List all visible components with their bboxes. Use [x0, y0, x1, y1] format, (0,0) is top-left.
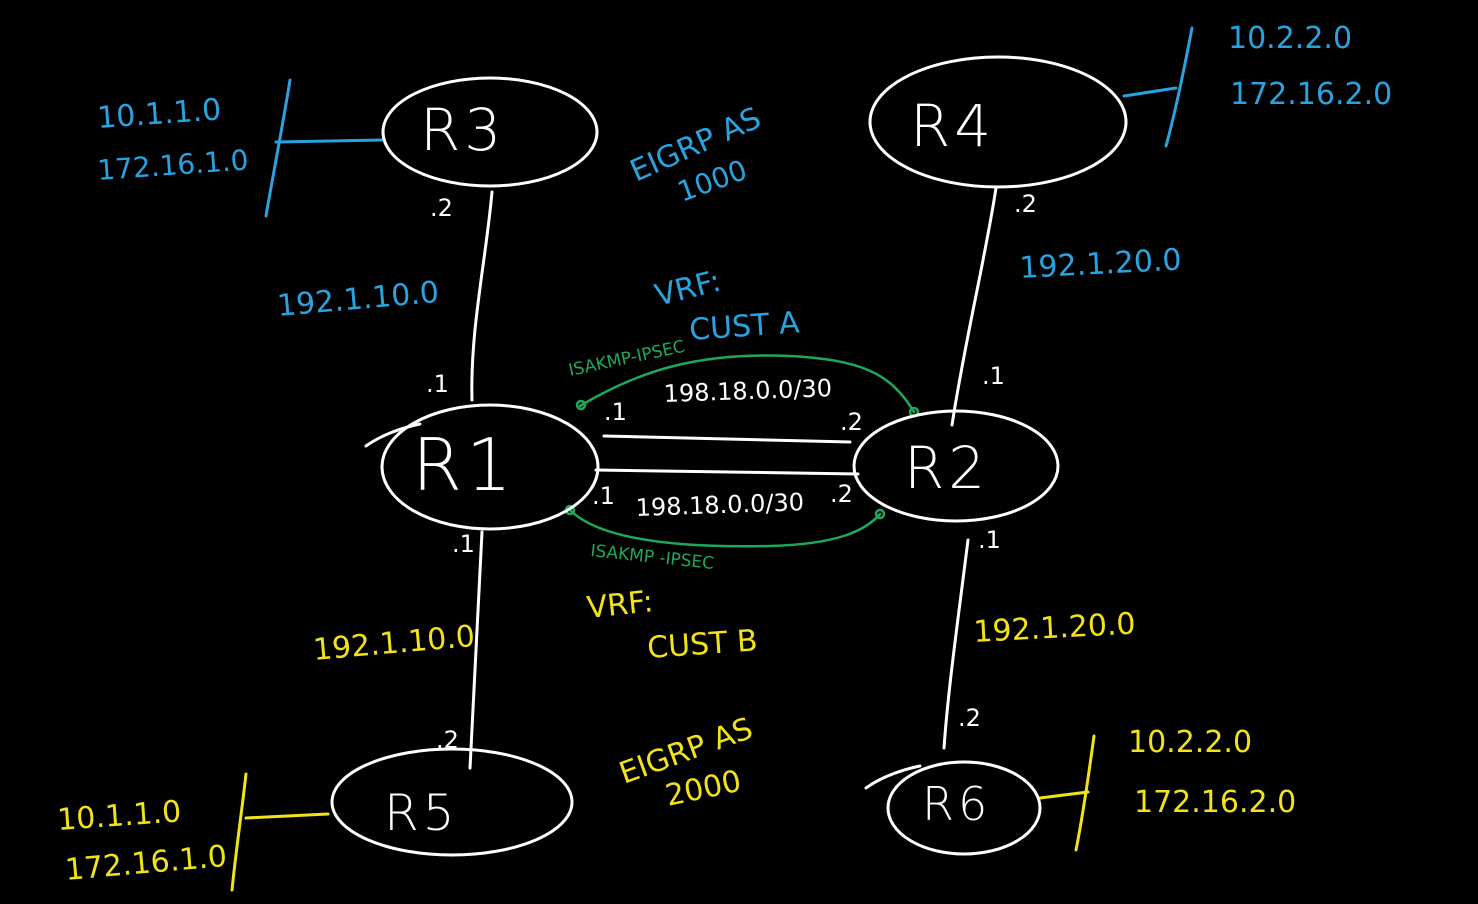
r4-r2-network: 192.1.20.0: [1019, 243, 1183, 286]
lan-r5-link: [244, 812, 330, 820]
r2-r6-host-r2: .1: [978, 526, 1001, 554]
link-r2-r6: [942, 538, 970, 750]
router-r6-tail: [864, 764, 922, 790]
lan-r3-link: [274, 138, 384, 144]
r3-lan-net-2: 172.16.1.0: [96, 144, 249, 187]
router-r3-label: R3: [420, 96, 505, 164]
r4-r2-host-r4: .2: [1014, 190, 1037, 218]
r5-lan-net-2: 172.16.1.0: [64, 839, 229, 888]
router-r4: [868, 55, 1128, 189]
r1-r2-lower-host-r1: .1: [592, 482, 615, 510]
r3-r1-host-r1: .1: [426, 370, 449, 398]
lan-r5: [230, 772, 248, 892]
link-r1-r2-lower: [594, 468, 860, 476]
tunnel-a-endpoint-left: [575, 399, 587, 411]
link-r1-r2-upper: [602, 434, 852, 444]
r3-r1-network: 192.1.10.0: [276, 275, 441, 324]
vrf-a-name: CUST A: [688, 305, 801, 348]
link-r3-r1: [470, 190, 494, 402]
router-r3: [381, 76, 599, 188]
r4-lan-net-1: 10.2.2.0: [1228, 21, 1352, 56]
tunnel-cust-b: [568, 508, 882, 548]
r1-r5-network: 192.1.10.0: [312, 619, 477, 668]
r3-r1-host-r3: .2: [430, 194, 453, 222]
vrf-a-label: VRF:: [651, 264, 724, 314]
router-r1-tail: [364, 422, 422, 448]
r1-r2-lower-host-r2: .2: [830, 480, 853, 508]
r1-r2-upper-host-r1: .1: [604, 398, 627, 426]
router-r5-label: R5: [384, 784, 459, 842]
router-r4-label: R4: [910, 92, 995, 160]
lan-r6-link: [1038, 790, 1090, 800]
tunnel-a-label: ISAKMP-IPSEC: [567, 337, 687, 381]
link-r4-r2: [950, 186, 998, 427]
lan-r4-link: [1122, 86, 1178, 98]
router-r2: [852, 409, 1060, 523]
r6-lan-net-2: 172.16.2.0: [1134, 785, 1296, 820]
r6-lan-net-1: 10.2.2.0: [1128, 725, 1252, 760]
r3-lan-net-1: 10.1.1.0: [96, 92, 222, 136]
r1-r5-host-r5: .2: [436, 726, 459, 754]
router-r5: [330, 747, 574, 857]
lan-r3: [264, 78, 292, 218]
link-r1-r5: [468, 530, 484, 770]
r1-r2-upper-network: 198.18.0.0/30: [663, 374, 832, 408]
tunnel-cust-a: [578, 354, 916, 414]
r2-r6-network: 192.1.20.0: [973, 607, 1137, 650]
router-r1: [380, 403, 600, 531]
r1-r2-lower-network: 198.18.0.0/30: [635, 488, 804, 522]
vrf-b-name: CUST B: [646, 623, 759, 666]
tunnel-b-endpoint-right: [874, 508, 886, 520]
r1-r2-upper-host-r2: .2: [840, 408, 863, 436]
lan-r6: [1074, 734, 1096, 852]
r2-r6-host-r6: .2: [958, 704, 981, 732]
r1-r5-host-r1: .1: [452, 530, 475, 558]
router-r1-label: R1: [412, 423, 516, 507]
r4-r2-host-r2: .1: [982, 362, 1005, 390]
vrf-b-label: VRF:: [585, 584, 655, 626]
lan-r4: [1164, 26, 1194, 148]
router-r6: [886, 760, 1042, 856]
r4-lan-net-2: 172.16.2.0: [1230, 77, 1392, 112]
router-r6-label: R6: [922, 777, 991, 831]
router-r2-label: R2: [904, 434, 989, 502]
r5-lan-net-1: 10.1.1.0: [56, 794, 182, 838]
